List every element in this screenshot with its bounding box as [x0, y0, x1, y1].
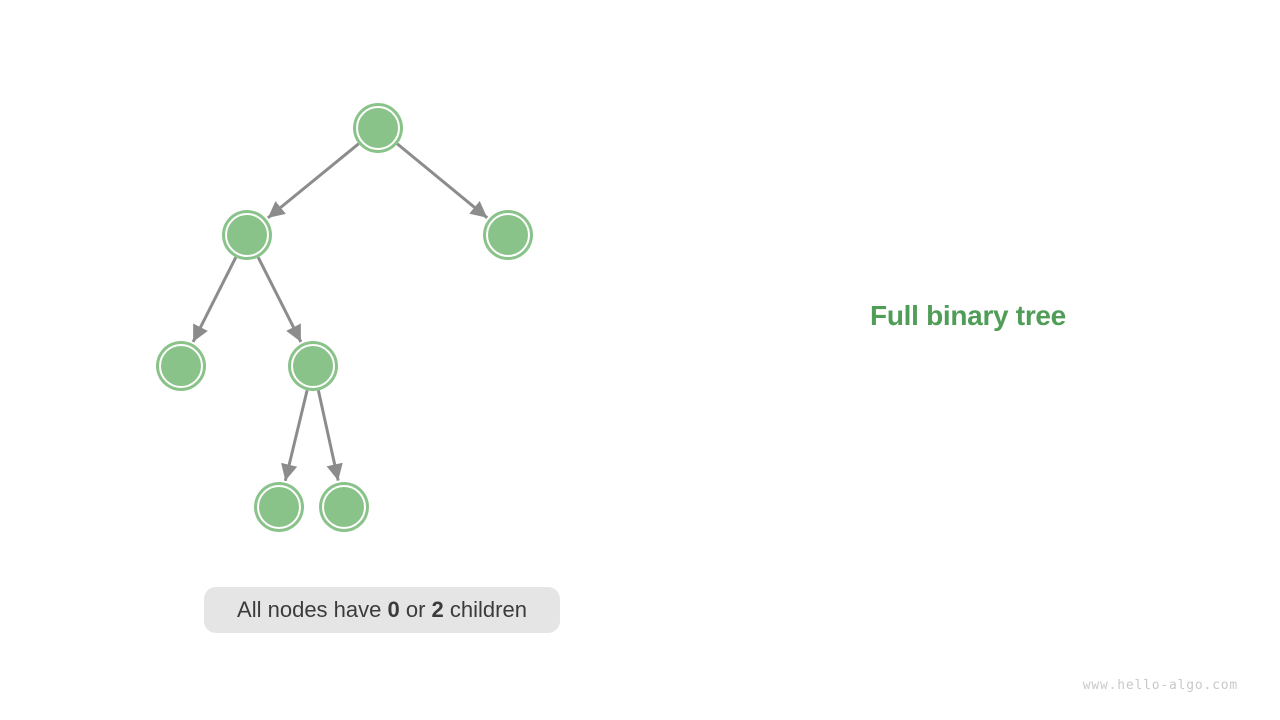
tree-node: [254, 482, 304, 532]
tree-node: [222, 210, 272, 260]
caption-text: All nodes have 0 or 2 children: [237, 597, 527, 623]
caption-pill: All nodes have 0 or 2 children: [204, 587, 560, 633]
tree-edge: [396, 142, 489, 219]
tree-node: [319, 482, 369, 532]
caption-segment: children: [443, 597, 527, 622]
tree-edge: [316, 390, 343, 481]
caption-segment: or: [399, 597, 432, 622]
tree-edge: [256, 256, 303, 343]
tree-node: [353, 103, 403, 153]
caption-bold-segment: 2: [431, 597, 444, 622]
tree-edge: [266, 142, 360, 220]
tree-edge: [281, 389, 309, 482]
caption-segment: All nodes have: [237, 597, 388, 622]
tree-node: [156, 341, 206, 391]
tree-node: [288, 341, 338, 391]
tree-edge: [191, 256, 238, 343]
caption-bold-segment: 0: [387, 597, 400, 622]
watermark: www.hello-algo.com: [1082, 678, 1238, 693]
figure-title: Full binary tree: [870, 300, 1066, 331]
tree-node: [483, 210, 533, 260]
